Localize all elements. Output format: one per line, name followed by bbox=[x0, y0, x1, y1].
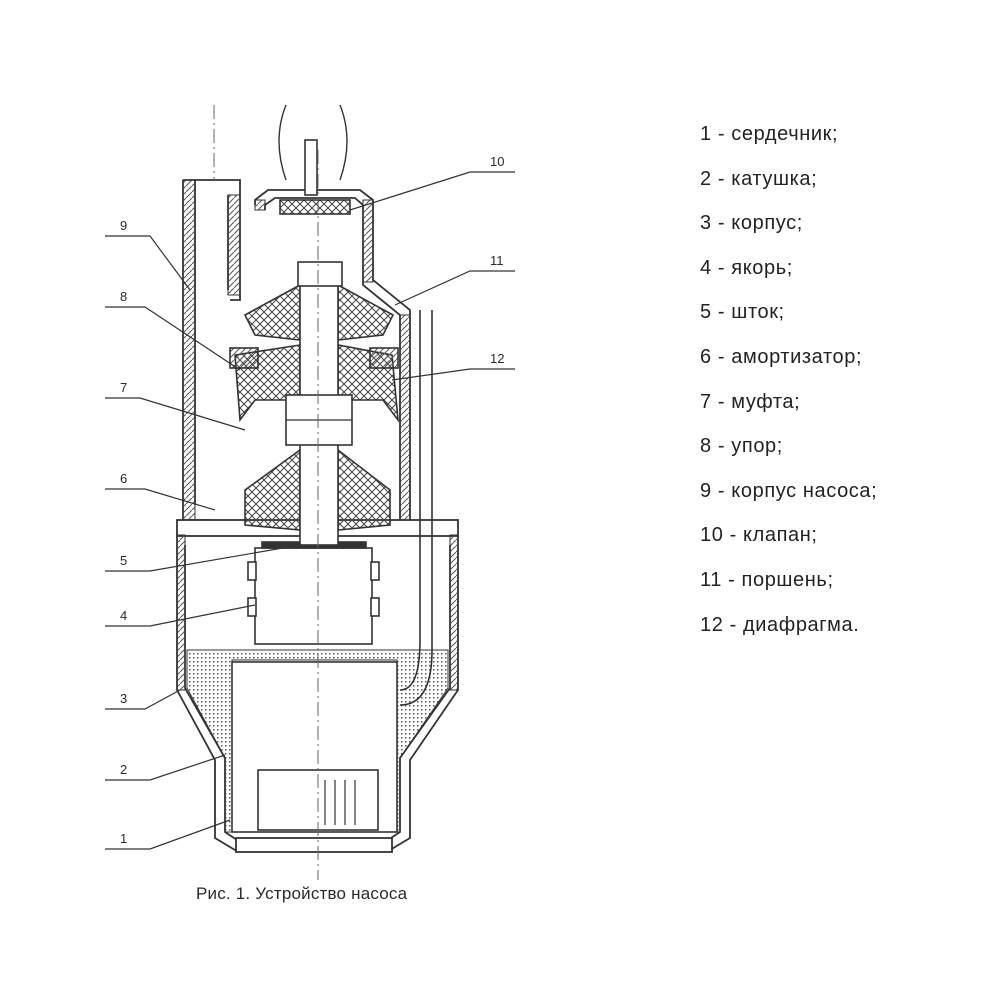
legend-item: 10 - клапан; bbox=[700, 524, 818, 547]
legend-item: 9 - корпус насоса; bbox=[700, 479, 878, 502]
callout-8: 8 bbox=[120, 289, 127, 304]
figure-caption: Рис. 1. Устройство насоса bbox=[196, 884, 408, 903]
callout-2: 2 bbox=[120, 762, 127, 777]
armature bbox=[247, 541, 380, 645]
callout-5: 5 bbox=[120, 553, 127, 568]
legend-item: 5 - шток; bbox=[700, 301, 785, 324]
callout-3: 3 bbox=[120, 691, 127, 706]
legend-item: 12 - диафрагма. bbox=[700, 613, 860, 636]
vibration-marks bbox=[278, 104, 348, 181]
callout-9: 9 bbox=[120, 218, 127, 233]
legend-item: 7 - муфта; bbox=[700, 390, 801, 413]
legend-item: 8 - упор; bbox=[700, 435, 783, 458]
legend-item: 3 - корпус; bbox=[700, 212, 803, 235]
legend-item: 6 - амортизатор; bbox=[700, 345, 863, 368]
callout-lines bbox=[105, 171, 515, 850]
callout-numbers: 9 8 7 6 5 4 3 2 1 10 11 12 bbox=[120, 154, 504, 846]
legend-item: 1 - сердечник; bbox=[700, 123, 839, 145]
callout-4: 4 bbox=[120, 608, 127, 623]
callout-12: 12 bbox=[490, 351, 504, 366]
legend-item: 4 - якорь; bbox=[700, 256, 793, 279]
legend-item: 2 - катушка; bbox=[700, 167, 818, 190]
callout-7: 7 bbox=[120, 380, 127, 395]
legend-item: 11 - поршень; bbox=[700, 568, 834, 591]
callout-1: 1 bbox=[120, 831, 127, 846]
callout-11: 11 bbox=[490, 253, 504, 268]
rod bbox=[279, 139, 353, 546]
outlet-tube bbox=[399, 310, 433, 706]
callout-10: 10 bbox=[490, 154, 504, 169]
center-axis bbox=[213, 105, 319, 880]
casing-walls bbox=[176, 179, 459, 691]
callout-6: 6 bbox=[120, 471, 127, 486]
parts-legend: 1 - сердечник; 2 - катушка; 3 - корпус; … bbox=[700, 112, 877, 647]
diaphragm bbox=[229, 344, 400, 423]
core bbox=[231, 661, 398, 833]
